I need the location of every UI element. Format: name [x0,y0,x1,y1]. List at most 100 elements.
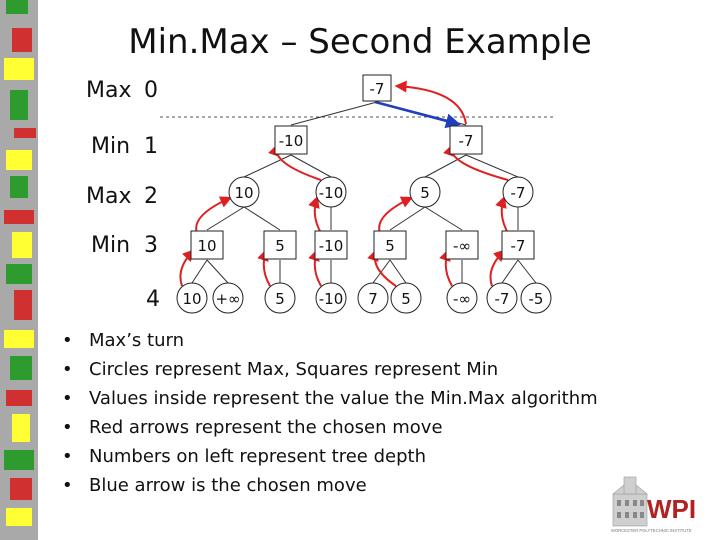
sidebar-block [4,450,34,470]
backup-arrow [495,195,509,234]
bullet-item: •Values inside represent the value the M… [62,388,598,409]
bullet-item: •Max’s turn [62,330,184,351]
level-1-depth: 1 [144,134,158,159]
tree-edge [206,206,245,231]
sidebar-block [4,210,34,224]
node-value: -7 [459,132,474,150]
node-value: -∞ [453,290,471,308]
node-value: -5 [529,290,544,308]
node-value: -10 [319,184,344,202]
min-node-square: 10 [190,230,224,260]
max-node-circle: -7 [486,282,518,314]
tree-edge [206,259,229,284]
bullet-text: Red arrows represent the chosen move [89,417,443,438]
level-3-depth: 3 [144,233,158,258]
tree-edge [243,206,281,231]
tree-edge [389,259,407,284]
node-value: -10 [319,237,344,255]
sidebar-block [6,150,32,170]
level-0-label: Max [86,78,132,103]
node-value: -7 [370,80,385,98]
min-node-square: -7 [501,230,535,260]
max-node-circle: 10 [228,176,260,208]
node-value: 7 [368,290,378,308]
bullet-text: Values inside represent the value the Mi… [89,388,598,409]
node-value: 5 [385,237,395,255]
tree-edge [191,259,208,284]
sidebar-block [12,414,30,442]
level-3-label: Min [91,233,131,258]
slide-title: Min.Max – Second Example [128,22,592,62]
node-value: 5 [275,290,285,308]
level-0-depth: 0 [144,78,158,103]
level-1-label: Min [91,134,131,159]
backup-arrow [394,80,467,125]
bullet-text: Max’s turn [89,330,184,351]
sidebar-block [6,508,32,526]
tree-edge [424,154,467,178]
sidebar-block [10,356,32,380]
max-node-circle: -∞ [446,282,478,314]
node-value: -7 [495,290,510,308]
node-value: -∞ [453,237,471,255]
backup-arrow [489,249,506,287]
level-2-depth: 2 [144,184,158,209]
tree-edge [290,101,378,126]
min-node-square: 5 [263,230,297,260]
tree-edge [465,154,519,178]
tree-edge [290,154,332,178]
min-node-square: -10 [274,125,308,155]
sidebar-block [12,28,32,52]
node-value: 10 [182,290,201,308]
min-node-square: -10 [314,230,348,260]
min-node-square: -∞ [445,230,479,260]
bullet-item: •Red arrows represent the chosen move [62,417,443,438]
node-value: -7 [511,237,526,255]
backup-arrow [378,196,414,234]
bullet-item: •Numbers on left represent tree depth [62,446,426,467]
bullet-text: Numbers on left represent tree depth [89,446,426,467]
bullet-item: •Blue arrow is the chosen move [62,475,367,496]
max-node-circle: -5 [520,282,552,314]
node-value: 5 [420,184,430,202]
max-node-circle: 5 [409,176,441,208]
sidebar-block [6,390,32,406]
backup-arrow [308,195,322,234]
sidebar-block [12,232,32,258]
bullet-item: •Circles represent Max, Squares represen… [62,359,499,380]
tree-edge [372,259,391,284]
chosen-move-arrow [374,100,461,129]
tree-edge [424,206,463,231]
tree-edge [501,259,519,284]
max-node-circle: -10 [315,176,347,208]
level-2-label: Max [86,184,132,209]
sidebar-block [14,128,36,138]
wpi-logo: WPI WORCESTER POLYTECHNIC INSTITUTE [611,476,696,533]
sidebar-block [6,264,32,284]
node-value: 5 [275,237,285,255]
bullet-text: Circles represent Max, Squares represent… [89,359,499,380]
sidebar-block [10,176,28,198]
bullet-text: Blue arrow is the chosen move [89,475,367,496]
max-node-circle: -7 [502,176,534,208]
bullet-list: •Max’s turn •Circles represent Max, Squa… [62,326,598,500]
node-value: 5 [401,290,411,308]
node-value: -7 [511,184,526,202]
backup-arrow [195,196,233,234]
sidebar-block [10,90,28,120]
max-node-circle: -10 [315,282,347,314]
sidebar-block [14,290,32,320]
tree-edge [517,259,537,284]
node-value: -10 [279,132,304,150]
node-value: 10 [197,237,216,255]
sidebar-block [4,330,34,348]
min-node-square: -7 [449,125,483,155]
max-node-circle: 7 [357,282,389,314]
level-4-depth: 4 [146,287,160,312]
node-value: 10 [234,184,253,202]
max-node-circle: 5 [264,282,296,314]
max-node-circle: 5 [390,282,422,314]
tree-edge [389,206,426,231]
max-node-circle: +∞ [212,282,244,314]
